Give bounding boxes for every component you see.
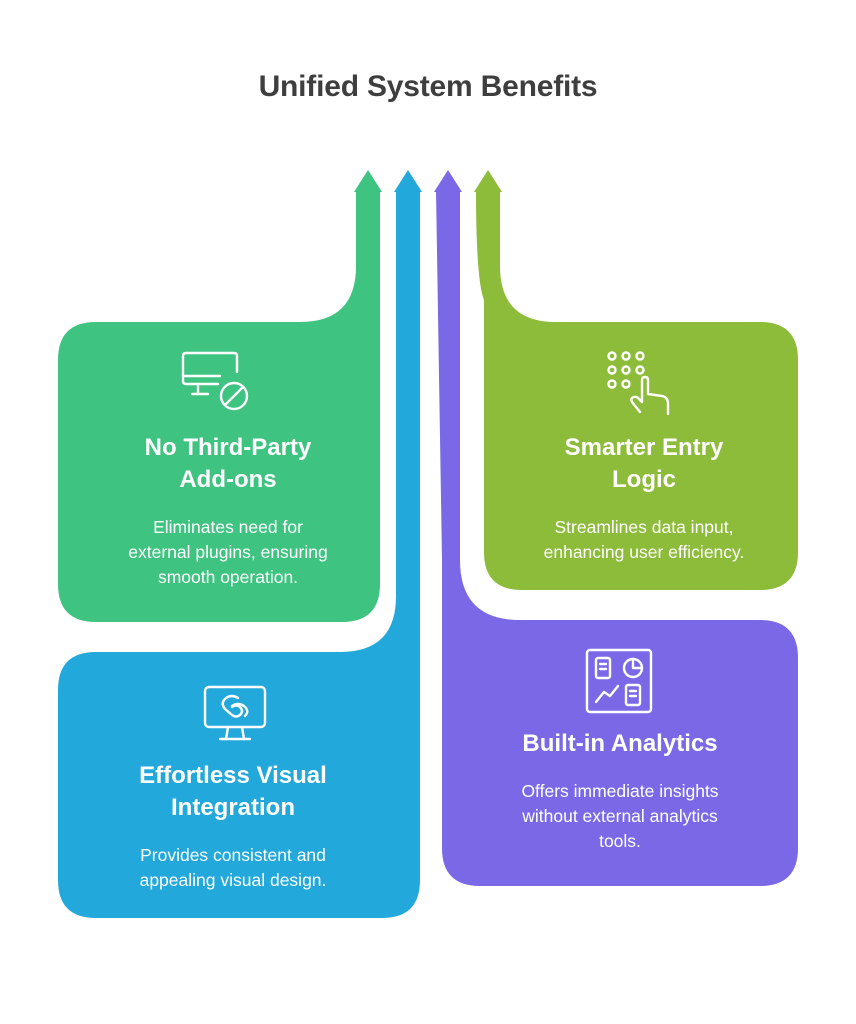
card-title: Add-ons [179, 466, 277, 493]
card-description: tools. [599, 831, 641, 851]
card-description: Provides consistent and [140, 845, 326, 865]
monitor-blocked-icon [181, 351, 249, 411]
card-description: without external analytics [522, 806, 718, 826]
card-title: No Third-Party [144, 434, 312, 461]
card-title: Integration [171, 794, 295, 821]
olive-band-card [476, 190, 798, 590]
card-description: appealing visual design. [139, 870, 327, 890]
card-description: Streamlines data input, [554, 517, 734, 537]
card-description: Eliminates need for [153, 517, 303, 537]
card-title: Logic [612, 466, 676, 493]
card-built-in-analytics: Built-in Analytics Offers immediate insi… [460, 728, 780, 854]
card-description: enhancing user efficiency. [543, 542, 745, 562]
blue-arrowhead [394, 170, 422, 192]
card-title: Built-in Analytics [522, 730, 718, 757]
card-smarter-entry: Smarter Entry Logic Streamlines data inp… [494, 432, 794, 565]
card-description: Offers immediate insights [521, 781, 719, 801]
purple-arrowhead [434, 170, 462, 192]
card-description: smooth operation. [157, 567, 299, 587]
card-description: external plugins, ensuring [128, 542, 328, 562]
card-effortless-visual: Effortless Visual Integration Provides c… [78, 760, 388, 893]
green-band-card [58, 190, 380, 622]
green-arrowhead [354, 170, 382, 192]
purple-band-card [436, 190, 798, 886]
blue-band-card [58, 190, 420, 918]
card-no-third-party: No Third-Party Add-ons Eliminates need f… [78, 432, 378, 590]
card-title: Effortless Visual [139, 762, 327, 789]
card-title: Smarter Entry [564, 434, 724, 461]
keypad-touch-icon [607, 351, 670, 416]
design-monitor-icon [203, 685, 267, 741]
olive-arrowhead [474, 170, 502, 192]
diagram-title: Unified System Benefits [258, 70, 598, 103]
analytics-dashboard-icon [585, 648, 653, 714]
